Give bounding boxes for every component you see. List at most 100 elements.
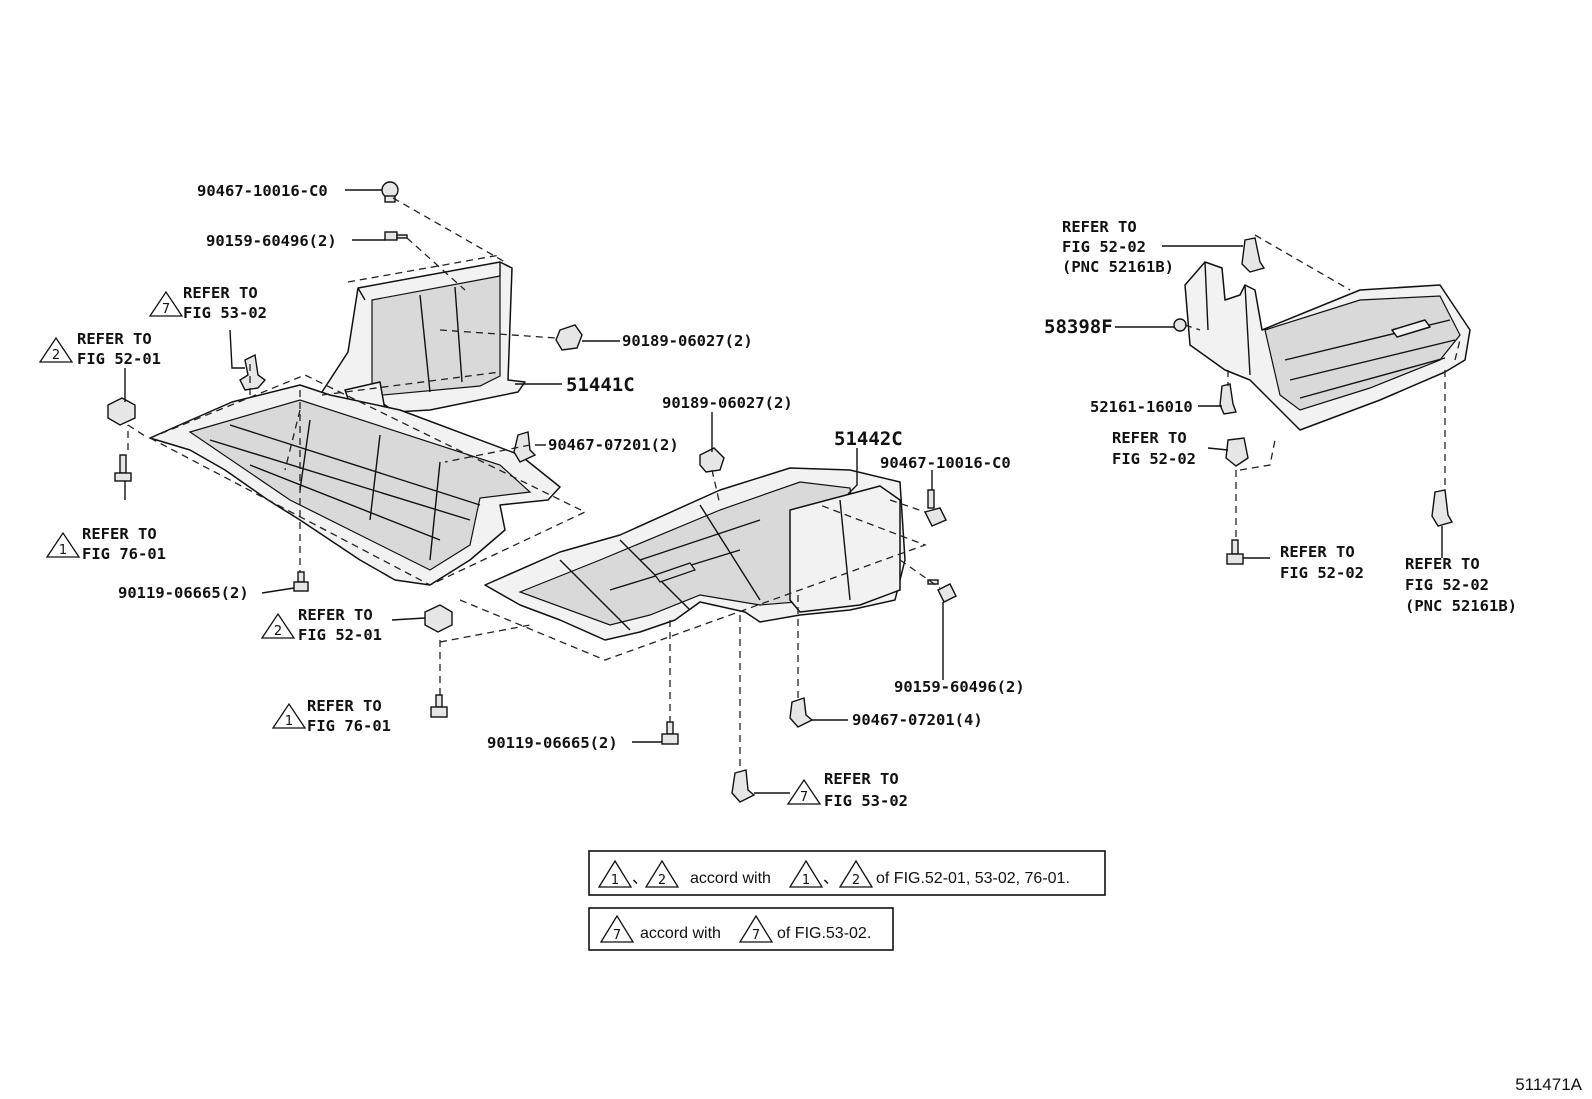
bolt-icon bbox=[384, 231, 408, 241]
rear-cover-drawing bbox=[1184, 261, 1471, 431]
clip-nut-icon bbox=[424, 604, 453, 633]
svg-text:of FIG.53-02.: of FIG.53-02. bbox=[777, 925, 871, 942]
callout-51442c: 51442C bbox=[834, 428, 903, 450]
legend-box-1: 1 、 2 accord with 1 、 2 of FIG.52-01, 53… bbox=[588, 850, 1106, 896]
svg-text:FIG 52-02: FIG 52-02 bbox=[1112, 450, 1196, 468]
ref-triangle-2-a: 2 bbox=[38, 336, 74, 363]
screw-icon bbox=[1173, 318, 1187, 332]
svg-text:、: 、 bbox=[632, 870, 648, 887]
callout-90189-06027-b: 90189-06027(2) bbox=[662, 394, 793, 412]
refer-note-2-a: REFER TO FIG 52-01 bbox=[77, 330, 161, 368]
svg-text:FIG 52-02: FIG 52-02 bbox=[1405, 576, 1489, 594]
fasteners bbox=[107, 181, 1454, 803]
callout-90467-07201-b: 90467-07201(4) bbox=[852, 711, 983, 729]
alignment-lines bbox=[127, 197, 1461, 770]
legend-box-2: 7 accord with 7 of FIG.53-02. bbox=[588, 907, 894, 951]
svg-text:FIG 52-01: FIG 52-01 bbox=[77, 350, 161, 368]
svg-text:2: 2 bbox=[274, 624, 282, 639]
svg-text:REFER TO: REFER TO bbox=[1112, 429, 1187, 447]
svg-text:2: 2 bbox=[52, 348, 60, 363]
refer-note-7-b: REFER TO FIG 53-02 bbox=[824, 770, 908, 810]
clip-icon bbox=[239, 353, 267, 391]
svg-text:7: 7 bbox=[752, 928, 760, 943]
svg-text:of FIG.52-01, 53-02, 76-01.: of FIG.52-01, 53-02, 76-01. bbox=[876, 870, 1070, 887]
clip-icon bbox=[789, 697, 814, 728]
svg-text:FIG 52-02: FIG 52-02 bbox=[1062, 238, 1146, 256]
callout-90467-10016-c0-mid: 90467-10016-C0 bbox=[880, 454, 1011, 472]
clip-icon bbox=[513, 431, 537, 463]
leader-lines bbox=[124, 189, 1443, 794]
ref-triangle-1-b: 1 bbox=[271, 702, 307, 729]
refer-note-right-2: REFER TO FIG 52-02 bbox=[1112, 429, 1196, 468]
svg-text:7: 7 bbox=[800, 790, 808, 805]
diagram-code: 511471A bbox=[1515, 1075, 1582, 1094]
clip-icon bbox=[1241, 237, 1266, 273]
clip-icon bbox=[1219, 383, 1237, 415]
svg-text:REFER TO: REFER TO bbox=[298, 606, 373, 624]
svg-text:REFER TO: REFER TO bbox=[77, 330, 152, 348]
bolt-icon bbox=[430, 694, 448, 718]
callout-90119-06665-b: 90119-06665(2) bbox=[487, 734, 618, 752]
svg-text:REFER TO: REFER TO bbox=[1405, 555, 1480, 573]
svg-text:accord with: accord with bbox=[690, 870, 771, 887]
ref-triangle-1-a: 1 bbox=[45, 531, 81, 558]
svg-text:(PNC 52161B): (PNC 52161B) bbox=[1062, 258, 1174, 276]
svg-text:FIG 53-02: FIG 53-02 bbox=[824, 792, 908, 810]
ref-triangle-7-a: 7 bbox=[148, 290, 184, 317]
callout-90189-06027-a: 90189-06027(2) bbox=[622, 332, 753, 350]
callout-90467-07201-a: 90467-07201(2) bbox=[548, 436, 679, 454]
bolt-icon bbox=[293, 571, 309, 592]
refer-note-right-1: REFER TO FIG 52-02 (PNC 52161B) bbox=[1062, 218, 1174, 276]
refer-note-right-4: REFER TO FIG 52-02 (PNC 52161B) bbox=[1405, 555, 1517, 615]
bolt-icon bbox=[1226, 539, 1244, 565]
clip-icon bbox=[1225, 437, 1249, 467]
svg-text:、: 、 bbox=[823, 870, 839, 887]
callout-90119-06665-a: 90119-06665(2) bbox=[118, 584, 249, 602]
clip-icon bbox=[1431, 489, 1454, 527]
refer-note-2-b: REFER TO FIG 52-01 bbox=[298, 606, 382, 644]
callout-52161-16010: 52161-16010 bbox=[1090, 398, 1193, 416]
svg-text:FIG 52-01: FIG 52-01 bbox=[298, 626, 382, 644]
svg-text:FIG 76-01: FIG 76-01 bbox=[82, 545, 166, 563]
clip-icon bbox=[731, 769, 756, 803]
svg-text:1: 1 bbox=[285, 714, 293, 729]
callout-51441c: 51441C bbox=[566, 374, 635, 396]
svg-text:FIG 52-02: FIG 52-02 bbox=[1280, 564, 1364, 582]
refer-note-right-3: REFER TO FIG 52-02 bbox=[1280, 543, 1364, 582]
clip-nut-icon bbox=[107, 397, 136, 426]
svg-text:accord with: accord with bbox=[640, 925, 721, 942]
svg-text:2: 2 bbox=[852, 873, 860, 888]
svg-text:1: 1 bbox=[802, 873, 810, 888]
bolt-icon bbox=[661, 721, 679, 745]
svg-text:(PNC 52161B): (PNC 52161B) bbox=[1405, 597, 1517, 615]
cover-51442c-drawing bbox=[484, 467, 906, 641]
bolt-icon bbox=[927, 579, 957, 603]
svg-text:2: 2 bbox=[658, 873, 666, 888]
svg-text:REFER TO: REFER TO bbox=[82, 525, 157, 543]
nut-icon bbox=[555, 324, 583, 351]
svg-text:1: 1 bbox=[611, 873, 619, 888]
callout-90159-60496-mid: 90159-60496(2) bbox=[894, 678, 1025, 696]
callout-58398f: 58398F bbox=[1044, 316, 1113, 338]
svg-text:REFER TO: REFER TO bbox=[1062, 218, 1137, 236]
ref-triangle-7-b: 7 bbox=[786, 778, 822, 805]
refer-note-1-a: REFER TO FIG 76-01 bbox=[82, 525, 166, 563]
svg-text:REFER TO: REFER TO bbox=[183, 284, 258, 302]
cover-51441c-drawing bbox=[149, 261, 561, 586]
svg-text:FIG 53-02: FIG 53-02 bbox=[183, 304, 267, 322]
ref-triangle-2-b: 2 bbox=[260, 612, 296, 639]
svg-text:7: 7 bbox=[162, 302, 170, 317]
svg-text:7: 7 bbox=[613, 928, 621, 943]
svg-text:1: 1 bbox=[59, 543, 67, 558]
svg-text:REFER TO: REFER TO bbox=[1280, 543, 1355, 561]
callout-90467-10016-c0-top: 90467-10016-C0 bbox=[197, 182, 328, 200]
svg-text:FIG 76-01: FIG 76-01 bbox=[307, 717, 391, 735]
refer-note-7-a: REFER TO FIG 53-02 bbox=[183, 284, 267, 322]
grommet-icon bbox=[923, 489, 947, 527]
screw-icon bbox=[114, 454, 132, 482]
callout-90159-60496-top: 90159-60496(2) bbox=[206, 232, 337, 250]
nut-icon bbox=[699, 447, 725, 473]
svg-text:REFER TO: REFER TO bbox=[824, 770, 899, 788]
svg-text:REFER TO: REFER TO bbox=[307, 697, 382, 715]
